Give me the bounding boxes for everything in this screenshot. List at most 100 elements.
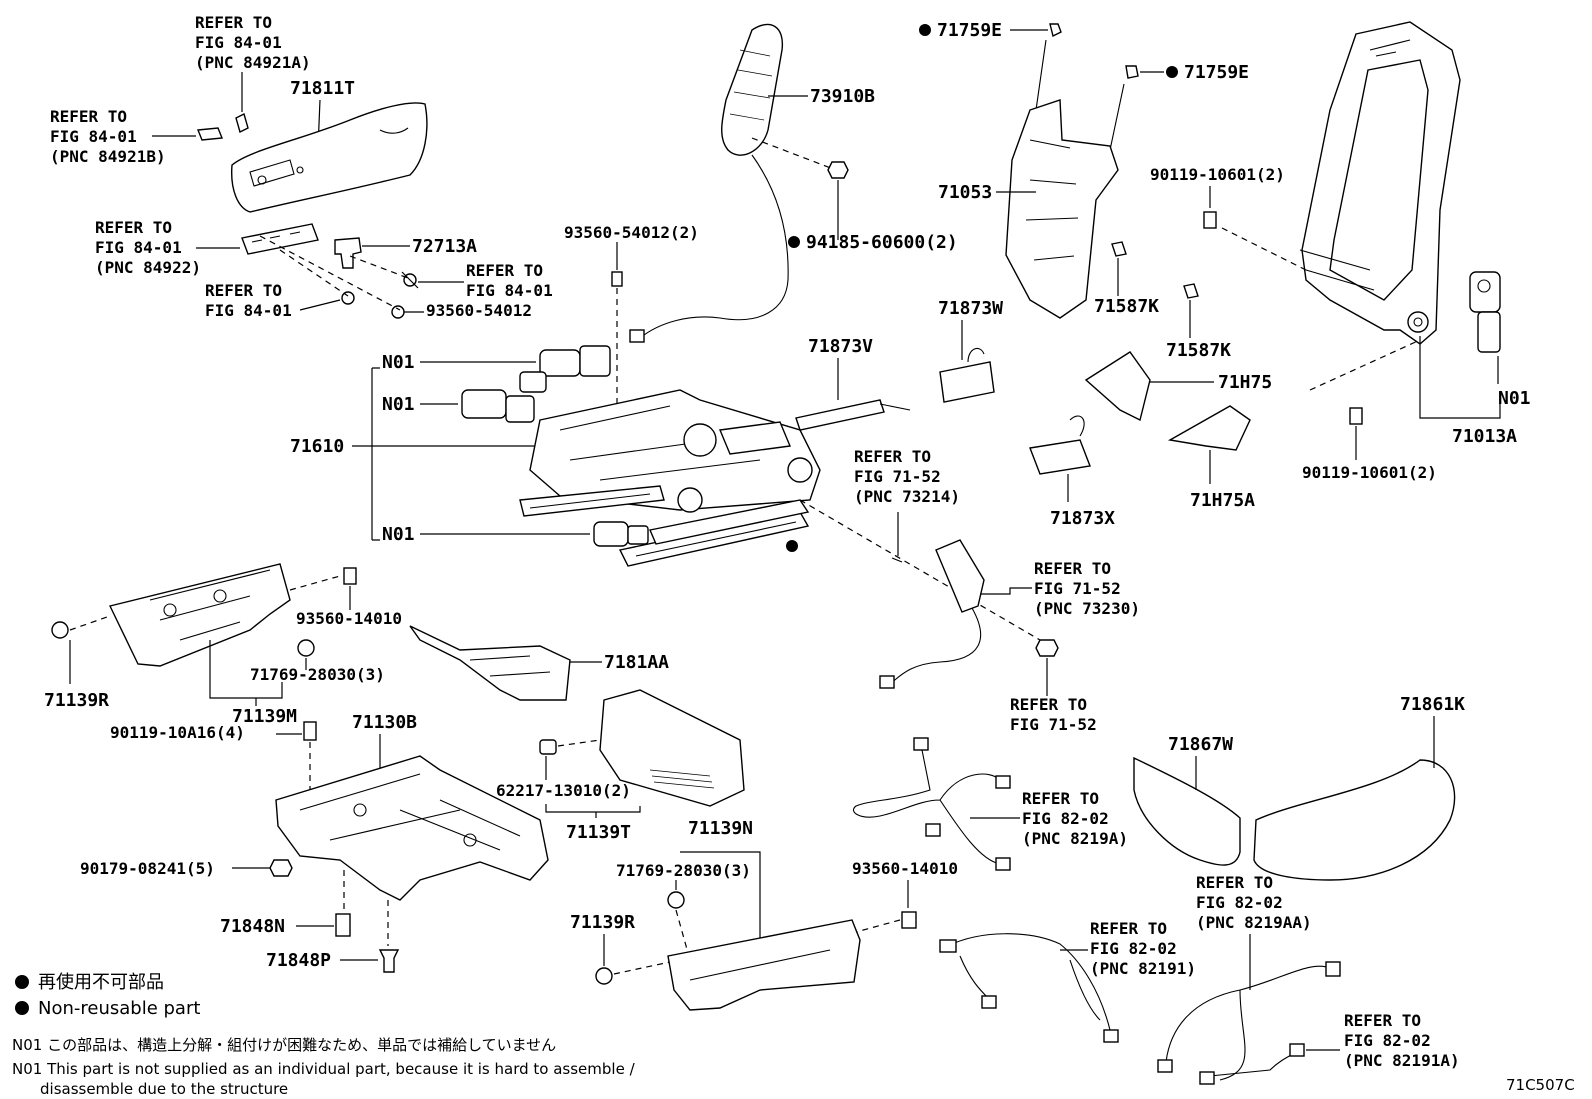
part-number-93560-54012: 93560-54012 [426,301,532,320]
part-number-71139R-a: 71139R [44,690,109,711]
group-shield-71139N: 71139N 71769-28030(3) 71139R 93560-14010 [570,818,958,1011]
part-number-N01-b: N01 [382,394,415,415]
part-number-71759E-b: 71759E [1184,62,1249,83]
part-number-71139N: 71139N [688,818,753,839]
harness-82191 [947,933,1111,1031]
note-n01-en-2: disassemble due to the structure [40,1080,288,1098]
refer-label-82191: REFER TO FIG 82-02 (PNC 82191) [1090,919,1196,978]
bracket-72713A [334,237,362,269]
bolt-icon [335,913,351,937]
part-number-94185-60600: 94185-60600(2) [806,232,958,253]
figure-code: 71C507C [1506,1076,1575,1094]
part-number-71848N: 71848N [220,916,285,937]
screw-icon [901,911,917,929]
bolt-icon [611,271,623,287]
legend: 再使用不可部品 Non-reusable part N01 この部品は、構造上分… [12,972,1575,1098]
group-seat-track: N01 N01 71610 N01 [290,298,1272,641]
part-number-71759E-a: 71759E [937,20,1002,41]
refer-label-8219AA: REFER TO FIG 82-02 (PNC 8219AA) [1196,873,1312,932]
bracket-71H75 [1084,351,1151,422]
part-number-71053: 71053 [938,182,992,203]
refer-label-8219A: REFER TO FIG 82-02 (PNC 8219A) [1022,789,1128,848]
bracket-71873W [939,361,995,403]
harness-82191A [1209,1049,1301,1077]
clip-icon [297,639,315,657]
nut-94185 [827,161,849,179]
part-number-90179-08241: 90179-08241(5) [80,859,215,878]
part-number-71H75A: 71H75A [1190,490,1255,511]
part-number-71861K: 71861K [1400,694,1465,715]
part-number-93560-14010-b: 93560-14010 [852,859,958,878]
part-number-71013A: 71013A [1452,426,1517,447]
part-number-71811T: 71811T [290,78,355,99]
group-airbag: 73910B 94185-60600(2) 93560-54012(2) [564,23,958,420]
screw-icon [401,271,419,289]
harness-8219AA [1165,965,1331,1081]
part-number-71769-28030-b: 71769-28030(3) [616,861,751,880]
screw-icon [343,567,357,585]
part-number-90119-10601-a: 90119-10601(2) [1150,165,1285,184]
part-number-7181AA: 7181AA [604,652,669,673]
seat-shield-71811T [231,102,428,213]
group-lower-left-shield: 71139R 93560-14010 71769-28030(3) 71139M [44,563,402,727]
clip-icon [51,621,69,639]
nut-icon [1035,639,1059,657]
legend-non-reusable-jp: 再使用不可部品 [38,972,164,993]
part-number-71873V: 71873V [808,336,873,357]
switch-assembly [241,223,319,255]
part-number-71H75: 71H75 [1218,372,1272,393]
cover-71867W [1133,756,1241,866]
part-number-71848P: 71848P [266,950,331,971]
switch-knob-part [197,127,223,141]
part-number-93560-14010-a: 93560-14010 [296,609,402,628]
part-number-90119-10A16: 90119-10A16(4) [110,723,245,742]
bracket-7181AA [409,625,571,701]
clip-icon [378,949,400,973]
non-reusable-dot-legend [15,1001,29,1015]
part-number-71139M: 71139M [232,706,297,727]
part-number-73910B: 73910B [810,86,875,107]
shield-71139N [667,919,861,1011]
part-number-71587K-b: 71587K [1166,340,1231,361]
part-number-71130B: 71130B [352,712,417,733]
harness-8219A [853,739,1001,865]
group-back-board: 71759E 71759E 71053 71587K 71587K [919,20,1249,361]
shield-71139T [599,689,745,807]
non-reusable-dot [788,236,800,248]
part-number-71139R-b: 71139R [570,912,635,933]
group-shield-top-left: REFER TO FIG 84-01 (PNC 84921A) REFER TO… [50,13,553,320]
refer-label-71-52-c: REFER TO FIG 71-52 [1010,695,1097,734]
group-back-frame: N01 71013A 90119-10601(2) 90119-10601(2) [1150,21,1531,482]
group-harnesses: REFER TO FIG 82-02 (PNC 8219A) REFER TO … [853,737,1460,1085]
bolt-icon [303,721,317,741]
grommet-icon [539,739,557,755]
screw-icon [341,291,355,305]
non-reusable-dot-legend [15,975,29,989]
part-number-71610: 71610 [290,436,344,457]
part-number-N01-a: N01 [382,352,415,373]
nut-icon [269,859,293,877]
bolt-icon [1203,211,1217,229]
part-number-N01-c: N01 [382,524,415,545]
airbag-connector [629,329,645,343]
refer-label-84921A: REFER TO FIG 84-01 (PNC 84921A) [195,13,311,72]
motor-N01-b [461,389,535,423]
part-number-71873W: 71873W [938,298,1003,319]
buckle-73230 [935,539,985,613]
group-shield-71139T: 62217-13010(2) 71139T [496,689,745,843]
clip-71873V [795,399,885,431]
refer-label-73214: REFER TO FIG 71-52 (PNC 73214) [854,447,960,506]
motor-N01-a [519,345,611,393]
note-n01-jp: N01 この部品は、構造上分解・組付けが困難なため、単品では補給していません [12,1036,556,1054]
refer-label-82191A: REFER TO FIG 82-02 (PNC 82191A) [1344,1011,1460,1070]
legend-non-reusable-en: Non-reusable part [38,998,200,1019]
motor-N01-right [1469,271,1501,353]
non-reusable-dot [1166,66,1178,78]
non-reusable-dot [786,540,798,552]
part-number-71587K-a: 71587K [1094,296,1159,317]
bolt-icon [391,305,405,319]
motor-N01-c [593,521,649,547]
part-number-62217-13010: 62217-13010(2) [496,781,631,800]
bracket-71H75A [1167,405,1251,451]
